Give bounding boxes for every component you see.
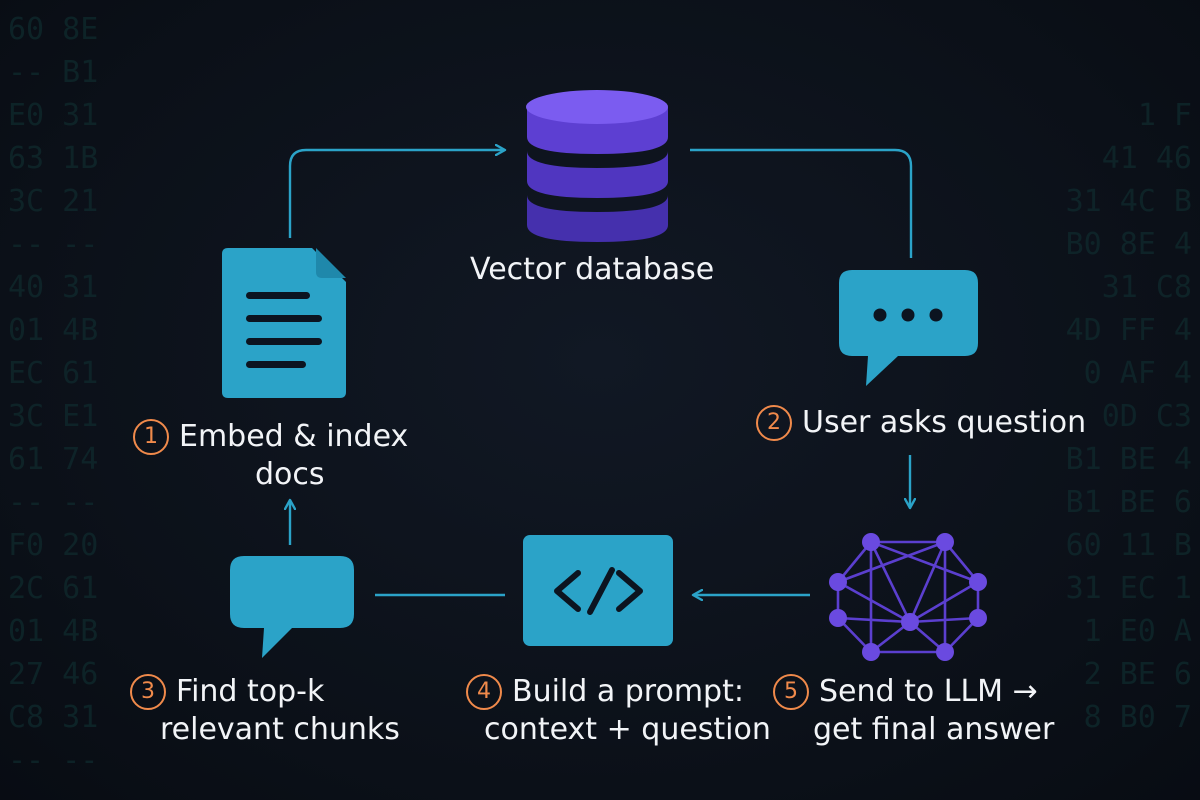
- background-code-row: 40 31 31 C8: [0, 266, 1200, 309]
- background-code-right: 0D C3: [1101, 399, 1192, 434]
- background-code-right: 31 4C B: [1065, 184, 1192, 219]
- chat-bubble-icon: [839, 270, 978, 386]
- step-5-text-1: Send to LLM →: [819, 674, 1038, 709]
- background-code-row: F0 20 60 11 B: [0, 524, 1200, 567]
- background-code-left: 01 4B: [8, 614, 99, 649]
- background-code-right: 31 EC 1: [1065, 571, 1192, 606]
- background-code-row: C8 31 8 B0 7: [0, 696, 1200, 739]
- background-code-row: 3C E1 0D C3: [0, 395, 1200, 438]
- step-4-line-2: context + question: [484, 712, 771, 747]
- step-3-line-2: relevant chunks: [160, 712, 400, 747]
- background-code-left: -- B1: [8, 55, 99, 90]
- background-code-row: 3C 21 31 4C B: [0, 180, 1200, 223]
- step-1-text-1: Embed & index: [179, 419, 409, 454]
- background-code-left: 2C 61: [8, 571, 99, 606]
- background-code-row: 01 4B 1 E0 A: [0, 610, 1200, 653]
- background-code-left: EC 61: [8, 356, 99, 391]
- background-code-left: 3C 21: [8, 184, 99, 219]
- background-code-row: -- B1: [0, 51, 1200, 94]
- background-code-row: 01 4B 4D FF 4: [0, 309, 1200, 352]
- connector-docs-to-database: [288, 150, 505, 238]
- step-1-number: 1: [133, 419, 169, 455]
- background-code-right: 4D FF 4: [1065, 313, 1192, 348]
- background-code-row: EC 61 0 AF 4: [0, 352, 1200, 395]
- step-5-line-1: 5 Send to LLM →: [773, 673, 1054, 711]
- background-code-left: 61 74: [8, 442, 99, 477]
- background-code-left: 3C E1: [8, 399, 99, 434]
- neural-network-nodes: [829, 533, 987, 661]
- background-code-left: E0 31: [8, 98, 99, 133]
- background-code-row: 61 74 B1 BE 4: [0, 438, 1200, 481]
- neural-network-icon: [836, 540, 980, 654]
- step-3-text-1: Find top-k: [176, 674, 325, 709]
- background-code-right: 1 E0 A: [1083, 614, 1192, 649]
- step-1-line-1: 1 Embed & index: [133, 418, 408, 456]
- background-code-right: 0 AF 4: [1083, 356, 1192, 391]
- database-icon: [526, 90, 668, 242]
- background-code-row: 27 46 2 BE 6: [0, 653, 1200, 696]
- background-code-row: 63 1B 41 46: [0, 137, 1200, 180]
- background-code-row: 2C 61 31 EC 1: [0, 567, 1200, 610]
- step-1-line-2: docs: [255, 457, 325, 492]
- background-code-row: 60 8E: [0, 8, 1200, 51]
- background-code-row: E0 31 1 F: [0, 94, 1200, 137]
- step-3-number: 3: [130, 674, 166, 710]
- step-5-number: 5: [773, 674, 809, 710]
- step-2-number: 2: [756, 405, 792, 441]
- step-5-label: 5 Send to LLM → get final answer: [773, 673, 1054, 749]
- background-code-right: B1 BE 4: [1065, 442, 1192, 477]
- step-3-line-1: 3 Find top-k: [130, 673, 400, 711]
- background-code-row: -- -- B1 BE 6: [0, 481, 1200, 524]
- step-4-number: 4: [466, 674, 502, 710]
- step-4-line-1: 4 Build a prompt:: [466, 673, 771, 711]
- background-code-right: B1 BE 6: [1065, 485, 1192, 520]
- step-4-label: 4 Build a prompt: context + question: [466, 673, 771, 749]
- database-label: Vector database: [470, 252, 715, 287]
- background-code-right: 60 11 B: [1065, 528, 1192, 563]
- speech-bubble-icon: [230, 556, 354, 658]
- step-5-line-2: get final answer: [813, 712, 1055, 747]
- background-code-row: -- -- B0 8E 4: [0, 223, 1200, 266]
- background-code-right: 8 B0 7: [1083, 700, 1192, 735]
- background-code-row: -- --: [0, 739, 1200, 782]
- background-code-left: 63 1B: [8, 141, 99, 176]
- code-icon: [523, 535, 673, 646]
- step-2-label: 2 User asks question: [756, 404, 1086, 442]
- background-code-right: 31 C8: [1101, 270, 1192, 305]
- background-code-right: 1 F: [1137, 98, 1192, 133]
- background-code-left: -- --: [8, 227, 99, 262]
- background-code-left: -- --: [8, 485, 99, 520]
- document-icon: [222, 248, 346, 398]
- step-3-label: 3 Find top-k relevant chunks: [130, 673, 400, 749]
- background-code-left: 40 31: [8, 270, 99, 305]
- background-code-left: 27 46: [8, 657, 99, 692]
- background-code-right: B0 8E 4: [1065, 227, 1192, 262]
- background-code-left: 01 4B: [8, 313, 99, 348]
- background-code-right: 2 BE 6: [1083, 657, 1192, 692]
- background-code-left: F0 20: [8, 528, 99, 563]
- step-1-label: 1 Embed & index docs: [133, 418, 408, 494]
- background-code-right: 41 46: [1101, 141, 1192, 176]
- background-code-left: C8 31: [8, 700, 99, 735]
- background-code-left: 60 8E: [8, 12, 99, 47]
- step-2-line-1: 2 User asks question: [756, 404, 1086, 442]
- connector-database-to-question: [690, 148, 913, 258]
- background-code-left: -- --: [8, 743, 99, 778]
- step-2-text-1: User asks question: [802, 405, 1087, 440]
- step-4-text-1: Build a prompt:: [512, 674, 744, 709]
